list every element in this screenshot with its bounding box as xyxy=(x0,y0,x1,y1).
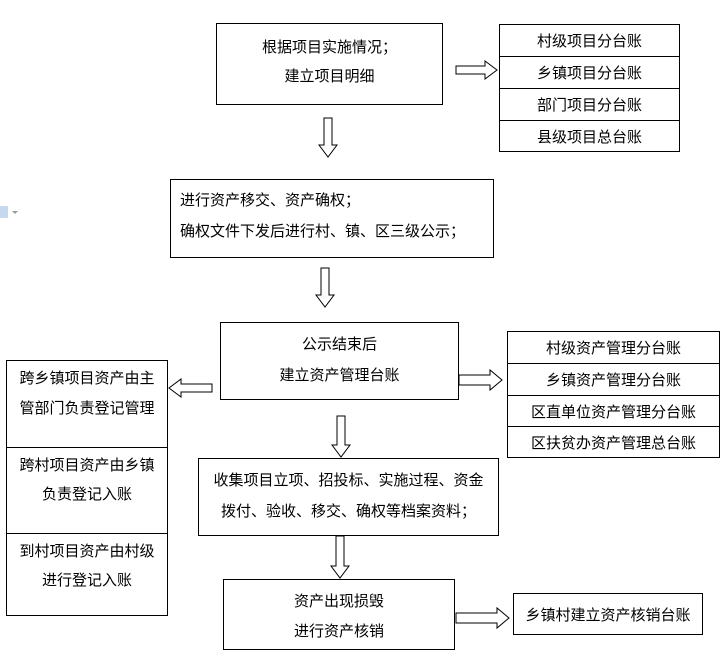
paste-options-icon[interactable] xyxy=(0,206,8,218)
ledger-item: 乡镇项目分台账 xyxy=(500,57,679,89)
step-text: 资产出现损毁 xyxy=(293,592,384,610)
rule-item: 到村项目资产由村级 进行登记入账 xyxy=(7,534,167,615)
step-text: 建立资产管理台账 xyxy=(279,366,400,384)
ledger-item: 村级资产管理分台账 xyxy=(508,332,719,364)
arrow-down-icon xyxy=(330,535,350,579)
ledger-item: 部门项目分台账 xyxy=(500,89,679,121)
ledger-item: 区直单位资产管理分台账 xyxy=(508,396,719,427)
rule-item: 跨乡镇项目资产由主 管部门负责登记管理 xyxy=(7,361,167,448)
step-box-collect-archives: 收集项目立项、招投标、实施过程、资金 拨付、验收、移交、确权等档案资料； xyxy=(198,458,499,536)
arrow-right-icon xyxy=(455,606,510,630)
rule-text: 跨乡镇项目资产由主 xyxy=(19,369,155,387)
ledger-item: 区扶贫办资产管理总台账 xyxy=(530,433,696,452)
ledger-item: 村级项目分台账 xyxy=(500,25,679,57)
step-box-asset-ledger: 公示结束后 建立资产管理台账 xyxy=(220,322,459,400)
arrow-right-icon xyxy=(455,60,498,80)
writeoff-ledger-box: 乡镇村建立资产核销台账 xyxy=(513,593,703,635)
chevron-down-icon[interactable] xyxy=(12,211,18,214)
arrow-right-icon xyxy=(458,368,503,392)
rule-text: 负责登记入账 xyxy=(41,485,132,503)
rule-text: 管部门负责登记管理 xyxy=(19,399,155,417)
ledger-text: 乡镇村建立资产核销台账 xyxy=(525,606,691,624)
project-ledger-list: 村级项目分台账 乡镇项目分台账 部门项目分台账 县级项目总台账 xyxy=(499,24,680,152)
arrow-down-icon xyxy=(331,415,351,458)
ledger-item: 县级项目总台账 xyxy=(536,127,642,146)
step-box-asset-transfer: 进行资产移交、资产确权； 确权文件下发后进行村、镇、区三级公示； xyxy=(170,179,494,258)
arrow-down-icon xyxy=(315,267,335,308)
rule-item: 跨村项目资产由乡镇 负责登记入账 xyxy=(7,448,167,534)
step-text: 进行资产核销 xyxy=(293,622,384,640)
step-text: 收集项目立项、招投标、实施过程、资金 xyxy=(213,471,484,489)
ledger-item: 乡镇资产管理分台账 xyxy=(508,364,719,396)
arrow-down-icon xyxy=(318,117,338,158)
step-text: 公示结束后 xyxy=(301,335,377,353)
step-text: 拨付、验收、移交、确权等档案资料； xyxy=(220,502,476,520)
step-box-project-details: 根据项目实施情况； 建立项目明细 xyxy=(216,23,443,105)
step-box-asset-writeoff: 资产出现损毁 进行资产核销 xyxy=(223,579,455,650)
rule-text: 跨村项目资产由乡镇 xyxy=(19,456,155,474)
step-text: 确权文件下发后进行村、镇、区三级公示； xyxy=(180,222,466,240)
arrow-left-icon xyxy=(168,378,213,398)
step-text: 建立项目明细 xyxy=(284,67,375,85)
step-text: 进行资产移交、资产确权； xyxy=(180,191,361,209)
asset-ledger-list: 村级资产管理分台账 乡镇资产管理分台账 区直单位资产管理分台账 区扶贫办资产管理… xyxy=(507,331,720,458)
registration-rule-list: 跨乡镇项目资产由主 管部门负责登记管理 跨村项目资产由乡镇 负责登记入账 到村项… xyxy=(6,360,168,616)
rule-text: 进行登记入账 xyxy=(41,571,132,589)
rule-text: 到村项目资产由村级 xyxy=(19,542,155,560)
step-text: 根据项目实施情况； xyxy=(261,38,397,56)
